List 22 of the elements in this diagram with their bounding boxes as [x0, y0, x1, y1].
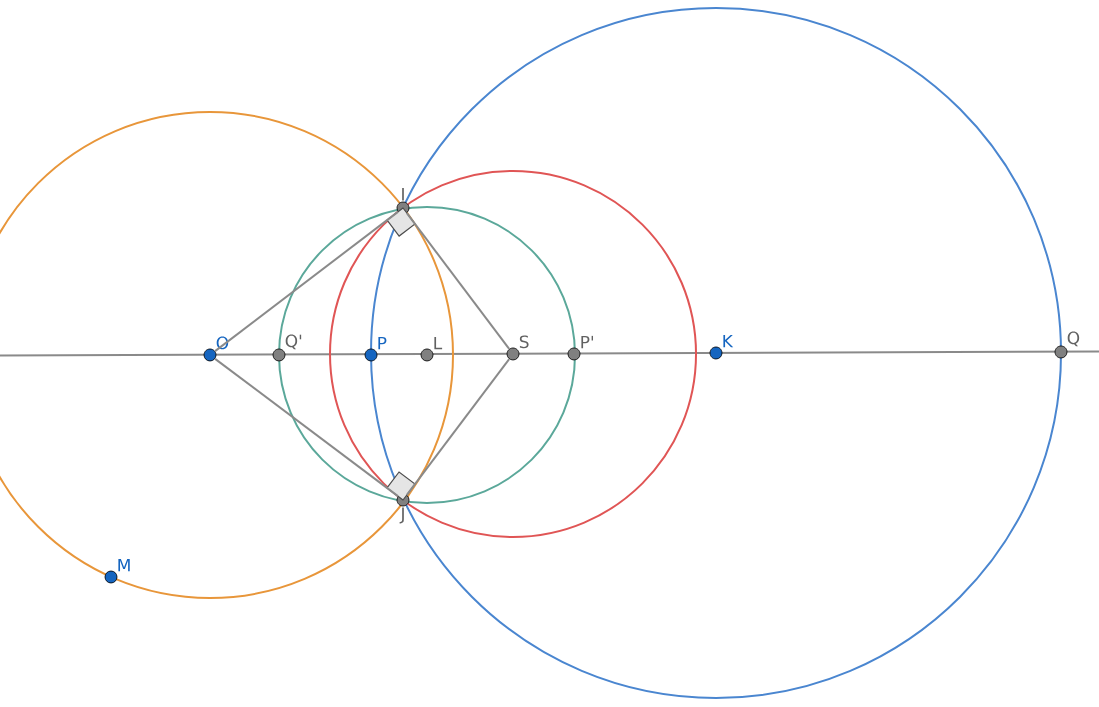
- node-label: Q': [285, 334, 302, 350]
- node-label: L: [434, 336, 443, 350]
- point: K: [709, 334, 734, 360]
- point: P': [567, 335, 594, 361]
- node-label: S: [519, 335, 529, 349]
- point: M: [104, 558, 130, 584]
- line-segment: [214, 357, 399, 498]
- node-label: P': [581, 335, 594, 349]
- point: S: [506, 335, 529, 361]
- node-label: J: [399, 507, 404, 524]
- node-label: Q: [1067, 331, 1080, 347]
- node-label: I: [402, 188, 404, 201]
- point: P: [364, 336, 387, 362]
- line-segment: [405, 358, 511, 496]
- point: Q: [1054, 331, 1080, 359]
- node-label: P: [378, 336, 387, 350]
- node-label: M: [118, 558, 130, 572]
- point: Q': [272, 334, 302, 362]
- node-label: K: [723, 334, 734, 348]
- line-segment: [214, 210, 399, 353]
- line-segment: [405, 212, 511, 350]
- point: L: [420, 336, 443, 362]
